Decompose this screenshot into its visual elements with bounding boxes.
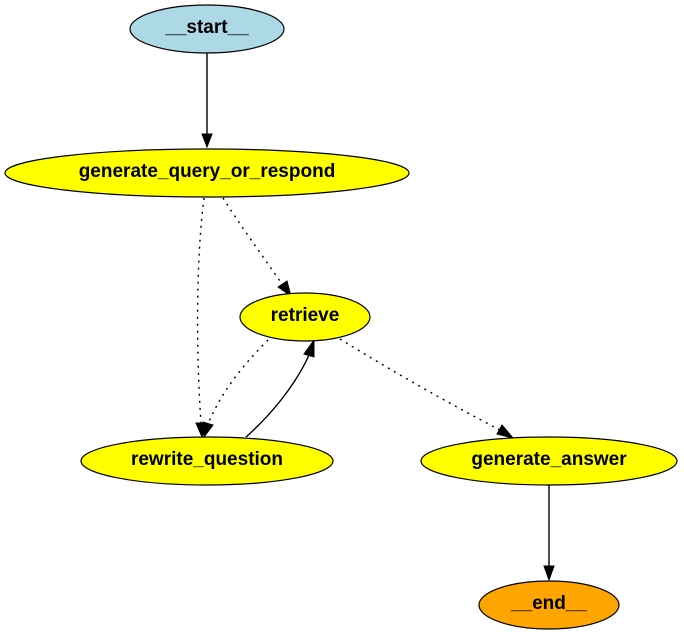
- node-generate-answer-label: generate_answer: [471, 449, 627, 470]
- edges: [195, 53, 555, 582]
- edge-start-to-generate-query: [201, 53, 213, 149]
- node-end-shape: [478, 580, 620, 630]
- edge-line: [339, 338, 501, 431]
- node-retrieve-label: retrieve: [271, 305, 340, 326]
- edge-generate-answer-to-end: [543, 485, 555, 582]
- node-generate-answer-shape: [420, 436, 678, 486]
- node-retrieve[interactable]: retrieve: [239, 292, 371, 342]
- arrowhead: [201, 133, 213, 149]
- node-retrieve-shape: [239, 292, 371, 342]
- arrowhead: [277, 280, 292, 298]
- node-end-label: __end__: [510, 593, 587, 614]
- node-start-label: __start__: [164, 17, 249, 38]
- node-end[interactable]: __end__: [478, 580, 620, 630]
- node-rewrite-question-label: rewrite_question: [131, 449, 283, 470]
- edge-line: [222, 197, 283, 285]
- arrowhead: [303, 338, 315, 358]
- arrowhead: [496, 424, 515, 439]
- node-generate-query-or-respond-label: generate_query_or_respond: [79, 161, 336, 182]
- node-rewrite-question[interactable]: rewrite_question: [80, 436, 334, 486]
- node-start[interactable]: __start__: [129, 4, 285, 54]
- edge-retrieve-to-rewrite: [202, 339, 269, 439]
- node-generate-query-or-respond-shape: [4, 148, 410, 198]
- node-rewrite-question-shape: [80, 436, 334, 486]
- edge-line: [207, 339, 269, 425]
- node-start-shape: [129, 4, 285, 54]
- arrowhead: [202, 421, 214, 439]
- edge-generate-query-to-retrieve: [222, 197, 292, 298]
- arrowhead: [543, 565, 555, 582]
- node-generate-answer[interactable]: generate_answer: [420, 436, 678, 486]
- nodes: __start__ generate_query_or_respond retr…: [4, 4, 678, 630]
- node-generate-query-or-respond[interactable]: generate_query_or_respond: [4, 148, 410, 198]
- edge-retrieve-to-generate-answer: [339, 338, 515, 439]
- edge-line: [245, 354, 310, 438]
- edge-rewrite-to-retrieve: [245, 338, 315, 438]
- edge-line: [196, 197, 205, 424]
